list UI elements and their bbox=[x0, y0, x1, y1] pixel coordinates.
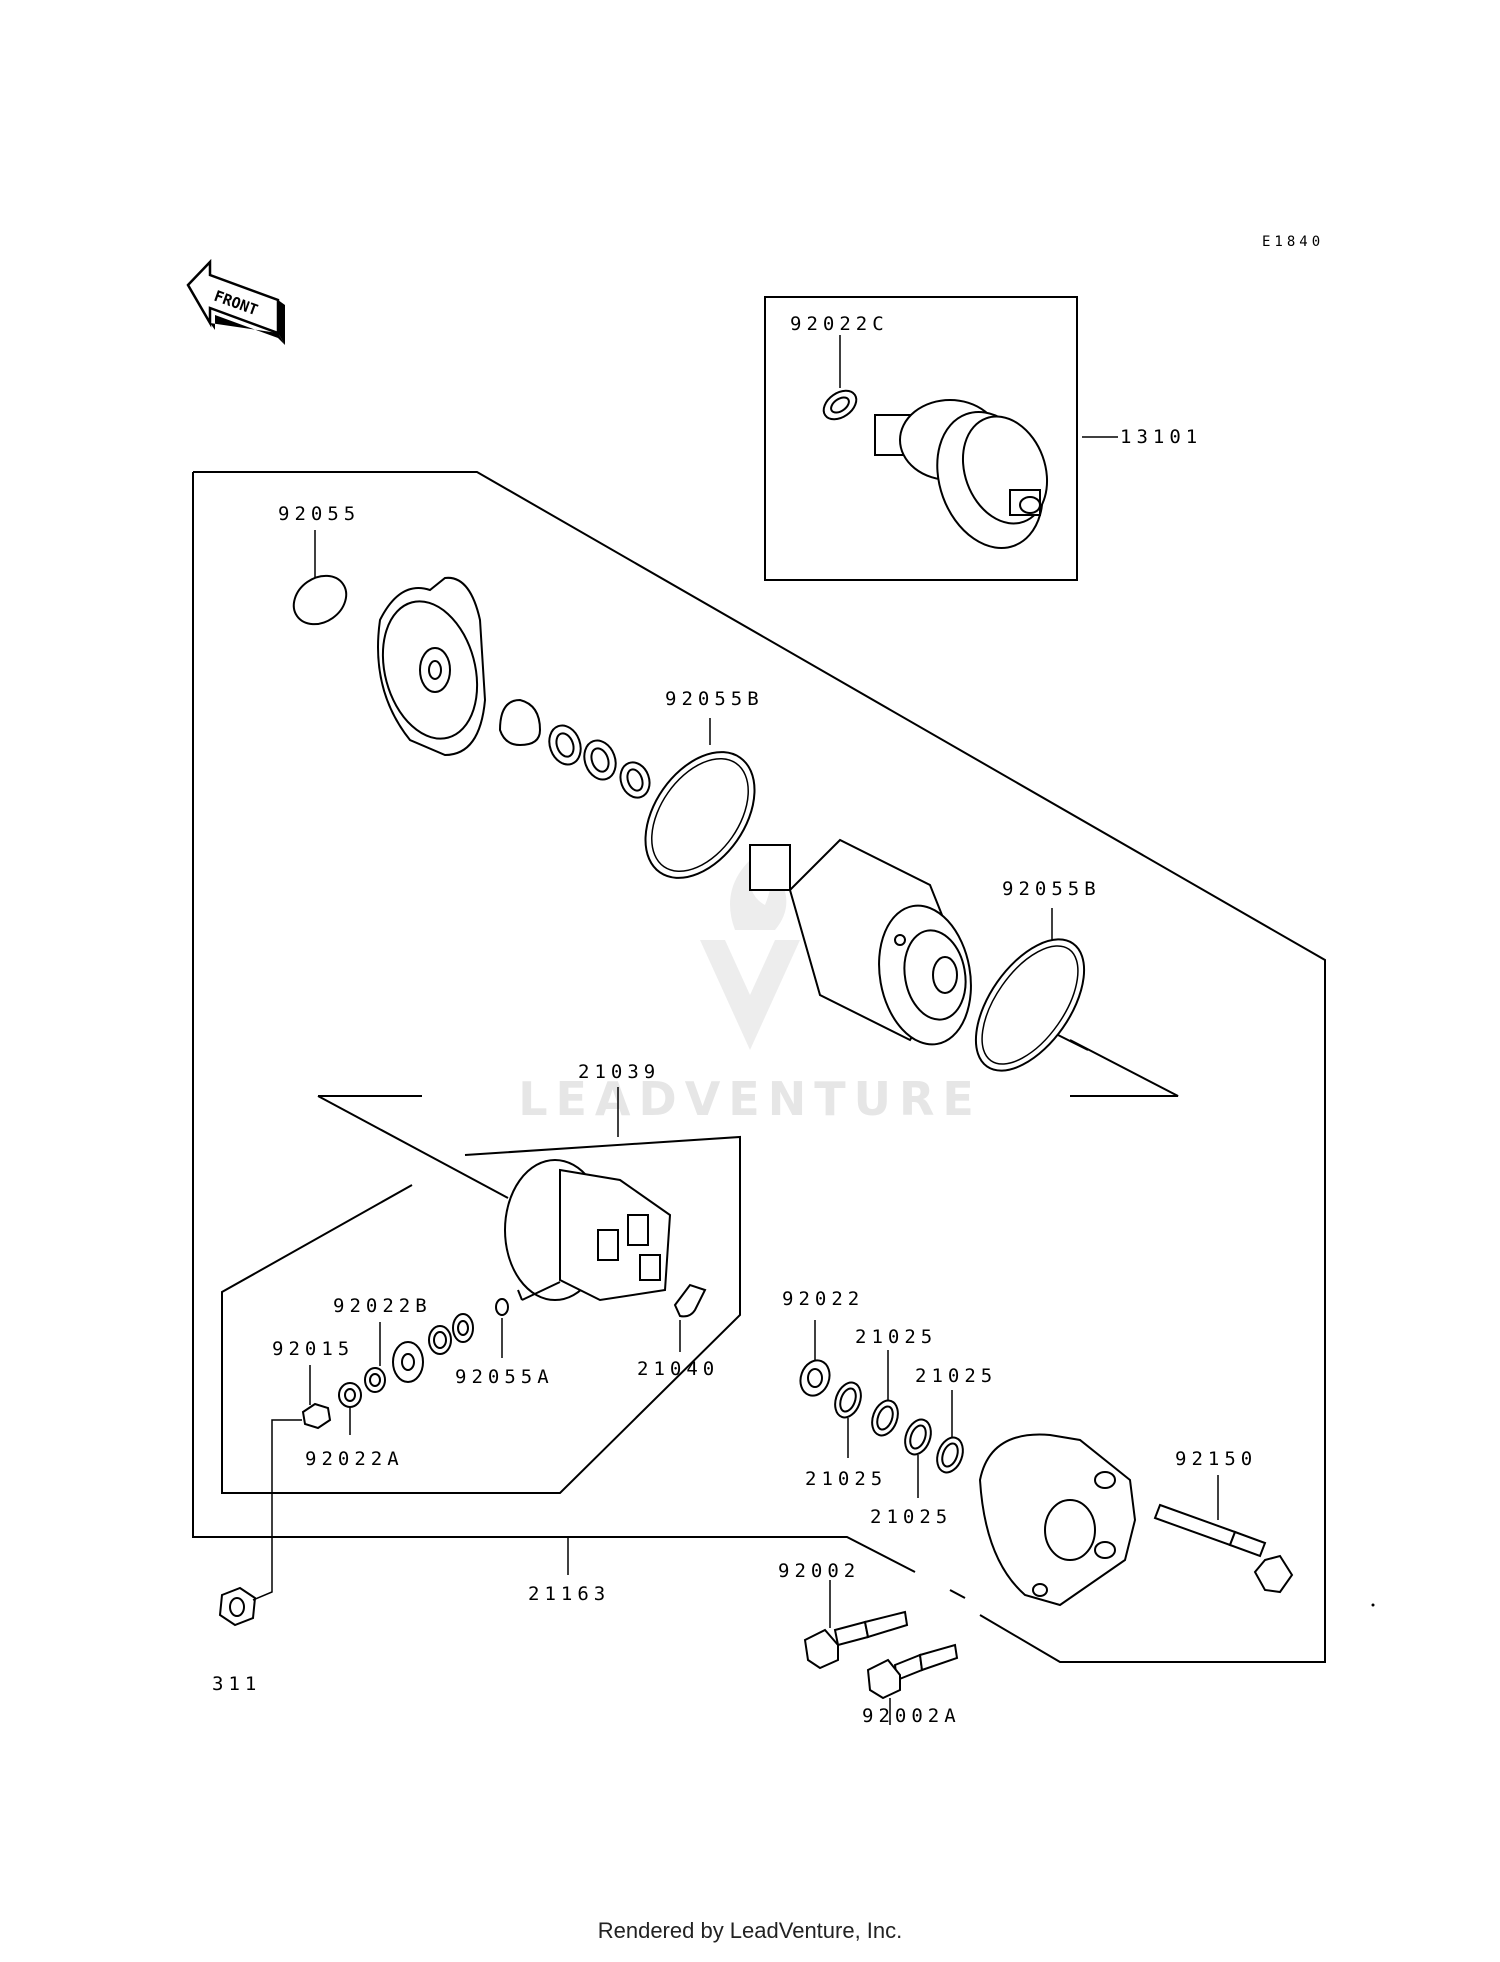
washers-lower bbox=[301, 1298, 509, 1430]
bolt-92002 bbox=[803, 1610, 909, 1670]
label-92022: 92022 bbox=[782, 1288, 864, 1310]
o-ring-92055B-1 bbox=[644, 751, 756, 879]
brush-holder bbox=[504, 1159, 672, 1302]
starter-clutch bbox=[822, 389, 1049, 549]
outline-21163-left bbox=[192, 472, 916, 1573]
label-92022B: 92022B bbox=[333, 1295, 432, 1317]
washers-upper bbox=[498, 698, 651, 799]
label-21025-4: 21025 bbox=[870, 1506, 952, 1528]
label-92002A: 92002A bbox=[862, 1705, 961, 1727]
label-92022C: 92022C bbox=[790, 313, 889, 335]
outline-21163 bbox=[193, 471, 1326, 1663]
front-arrow-icon: FRONT bbox=[186, 258, 285, 345]
rear-cover bbox=[978, 1433, 1137, 1607]
bolt-92150 bbox=[1153, 1503, 1294, 1594]
label-92055B-1: 92055B bbox=[665, 688, 764, 710]
o-ring-92055 bbox=[292, 574, 348, 626]
label-92150: 92150 bbox=[1175, 1448, 1257, 1470]
footer-credit: Rendered by LeadVenture, Inc. bbox=[597, 1918, 903, 1943]
label-92015: 92015 bbox=[272, 1338, 354, 1360]
label-13101: 13101 bbox=[1120, 426, 1202, 448]
watermark-logo-icon bbox=[700, 860, 800, 1050]
leader-lines bbox=[252, 335, 1219, 1725]
outline-21039 bbox=[221, 1135, 741, 1494]
label-21040: 21040 bbox=[637, 1358, 719, 1380]
o-ring-92055B-2 bbox=[974, 938, 1086, 1072]
stray-dot bbox=[1371, 1603, 1375, 1607]
label-311: 311 bbox=[212, 1673, 261, 1695]
label-92055: 92055 bbox=[278, 503, 360, 525]
terminal-21040 bbox=[673, 1283, 707, 1318]
box-13101 bbox=[764, 296, 1078, 581]
label-92055A: 92055A bbox=[455, 1366, 554, 1388]
label-21025-2: 21025 bbox=[915, 1365, 997, 1387]
label-21163: 21163 bbox=[528, 1583, 610, 1605]
label-92022A: 92022A bbox=[305, 1448, 404, 1470]
washers-right bbox=[799, 1359, 964, 1474]
bolt-92002A bbox=[866, 1643, 959, 1700]
label-21025-1: 21025 bbox=[855, 1326, 937, 1348]
watermark: LEADVENTURE bbox=[518, 860, 982, 1126]
starter-yoke bbox=[749, 838, 972, 1046]
label-21025-3: 21025 bbox=[805, 1468, 887, 1490]
part-labels: 13101 92022C 92055 92055B 92055B 21039 9… bbox=[212, 313, 1257, 1727]
label-21039: 21039 bbox=[578, 1061, 660, 1083]
diagram-ref-code: E1840 bbox=[1262, 234, 1324, 250]
front-cover bbox=[377, 576, 487, 757]
label-92055B-2: 92055B bbox=[1002, 878, 1101, 900]
label-92002: 92002 bbox=[778, 1560, 860, 1582]
watermark-text: LEADVENTURE bbox=[518, 1072, 982, 1126]
